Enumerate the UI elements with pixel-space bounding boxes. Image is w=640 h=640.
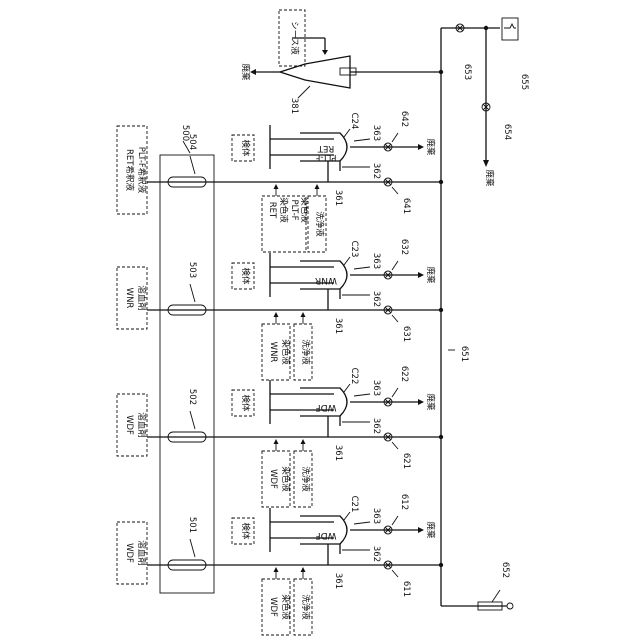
lower-valve-label: 631 xyxy=(401,326,411,342)
lower-valve-label: 641 xyxy=(401,198,411,214)
wash-label: 洗浄液 xyxy=(300,339,311,365)
channel-2: WDF溶血剤502WDF染色液洗浄液検体WDFC22361362363622廃棄… xyxy=(117,366,443,507)
flow-cell-label: 381 xyxy=(289,98,299,114)
upper-valve-label: 642 xyxy=(399,111,409,127)
pump-label: 503 xyxy=(187,262,197,278)
valve-654-label: 654 xyxy=(502,124,512,140)
port-362-label: 362 xyxy=(371,163,381,179)
supply-652-label: 652 xyxy=(500,562,510,578)
reagent-label-2: PLT-F希釈液 xyxy=(136,147,147,194)
port-362-label: 362 xyxy=(371,418,381,434)
chamber-C22: WDF xyxy=(300,388,347,416)
port-363-label: 363 xyxy=(371,125,381,141)
chamber-label: C24 xyxy=(349,113,359,130)
stain-box: WNR染色液 xyxy=(262,324,291,380)
pump-label: 501 xyxy=(187,517,197,533)
stain-box: RET染色液PLT-F染色液 xyxy=(262,196,310,252)
upper-valve-label: 622 xyxy=(399,366,409,382)
valve-653-label: 653 xyxy=(462,64,472,80)
chamber-C24: RETPLT-F xyxy=(300,133,347,162)
chamber-label: C23 xyxy=(349,241,359,258)
sample-label: 検体 xyxy=(240,139,251,157)
stain-label: 染色液 xyxy=(280,594,291,620)
sample-label: 検体 xyxy=(240,522,251,540)
stain-label: 染色液 xyxy=(280,339,291,365)
sample-box: 検体 xyxy=(232,390,254,416)
stain-label: WNR xyxy=(268,342,278,363)
svg-text:WDF: WDF xyxy=(315,402,336,412)
reagent-box: RET希釈液PLT-F希釈液 xyxy=(117,126,147,214)
stain-label: PLT-F xyxy=(289,199,299,220)
waste-label: 廃棄 xyxy=(425,138,436,156)
wash-label: 洗浄液 xyxy=(314,211,325,237)
port-361-label: 361 xyxy=(333,445,343,461)
unit-500 xyxy=(160,155,214,593)
stain-label: WDF xyxy=(268,597,278,617)
upper-valve-label: 612 xyxy=(399,494,409,510)
reagent-label-2: 溶血剤 xyxy=(136,285,147,311)
main-line-label: 651 xyxy=(459,346,469,362)
stain-label: 染色液 xyxy=(278,197,289,223)
port-363-label: 363 xyxy=(371,253,381,269)
reagent-box: WNR溶血剤 xyxy=(117,267,147,329)
wash-label: 洗浄液 xyxy=(300,594,311,620)
sample-label: 検体 xyxy=(240,394,251,412)
stain-label: WDF xyxy=(268,469,278,489)
sample-box: 検体 xyxy=(232,135,254,161)
reagent-label-1: WDF xyxy=(124,415,134,435)
waste-label: 廃棄 xyxy=(425,266,436,284)
port-362-label: 362 xyxy=(371,291,381,307)
lower-valve-label: 611 xyxy=(401,581,411,597)
pump-label: 504 xyxy=(187,134,197,150)
channel-1: WDF溶血剤501WDF染色液洗浄液検体WDFC21361362363612廃棄… xyxy=(117,494,443,635)
upper-valve-label: 632 xyxy=(399,239,409,255)
sample-label: 検体 xyxy=(240,267,251,285)
port-363-label: 363 xyxy=(371,380,381,396)
reagent-label-1: WDF xyxy=(124,543,134,563)
wash-label: 洗浄液 xyxy=(300,466,311,492)
waste-label-654: 廃棄 xyxy=(484,169,495,187)
channels: WDF溶血剤501WDF染色液洗浄液検体WDFC21361362363612廃棄… xyxy=(117,111,443,635)
port-362-label: 362 xyxy=(371,546,381,562)
waste-label: 廃棄 xyxy=(425,521,436,539)
port-361-label: 361 xyxy=(333,318,343,334)
stain-box: WDF染色液 xyxy=(262,451,291,507)
svg-text:WNR: WNR xyxy=(315,275,337,285)
waste-label-381: 廃棄 xyxy=(240,63,251,81)
sample-box: 検体 xyxy=(232,518,254,544)
stain-box: WDF染色液 xyxy=(262,579,291,635)
pump-label: 502 xyxy=(187,389,197,405)
channel-4: RET希釈液PLT-F希釈液504RET染色液PLT-F染色液洗浄液検体RETP… xyxy=(117,111,443,252)
chamber-label: C22 xyxy=(349,368,359,385)
reagent-label-2: 溶血剤 xyxy=(136,412,147,438)
port-361-label: 361 xyxy=(333,190,343,206)
wash-box: 洗浄液 xyxy=(294,324,312,380)
svg-text:WDF: WDF xyxy=(315,530,336,540)
sample-box: 検体 xyxy=(232,263,254,289)
wash-box: 洗浄液 xyxy=(294,579,312,635)
lower-valve-label: 621 xyxy=(401,453,411,469)
wash-box: 洗浄液 xyxy=(294,451,312,507)
reagent-label-2: 溶血剤 xyxy=(136,540,147,566)
wash-box: 洗浄液 xyxy=(308,196,326,252)
waste-label: 廃棄 xyxy=(425,393,436,411)
port-363-label: 363 xyxy=(371,508,381,524)
chamber-C21: WDF xyxy=(300,516,347,544)
svg-text:PLT-F: PLT-F xyxy=(315,152,336,162)
svg-text:RET: RET xyxy=(317,143,334,153)
chamber-C23: WNR xyxy=(300,261,347,289)
reagent-box: WDF溶血剤 xyxy=(117,522,147,584)
reagent-label-1: WNR xyxy=(124,288,134,309)
reagent-box: WDF溶血剤 xyxy=(117,394,147,456)
chamber-label: C21 xyxy=(349,496,359,513)
channel-3: WNR溶血剤503WNR染色液洗浄液検体WNRC23361362363632廃棄… xyxy=(117,239,443,380)
stain-label: RET xyxy=(267,202,277,219)
port-361-label: 361 xyxy=(333,573,343,589)
tank-655 xyxy=(502,18,518,40)
reagent-label-1: RET希釈液 xyxy=(124,149,135,191)
stain-label: 染色液 xyxy=(280,466,291,492)
tank-655-label: 655 xyxy=(519,74,529,90)
